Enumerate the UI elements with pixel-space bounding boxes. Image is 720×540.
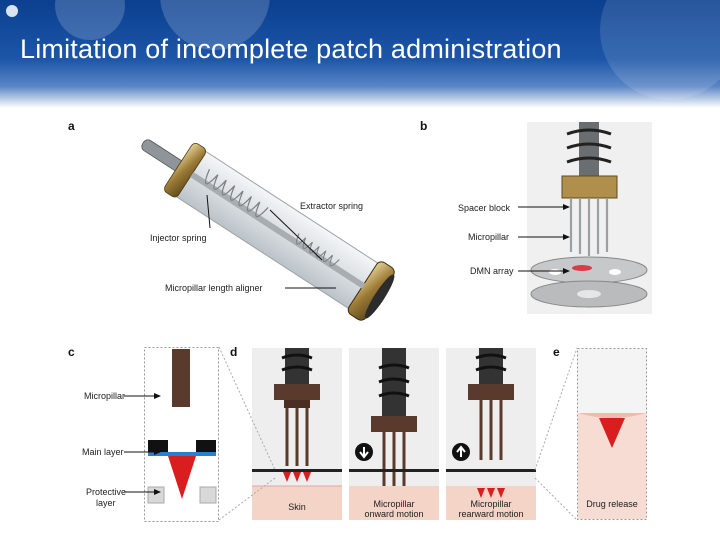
caption-rearward-line2: rearward motion <box>458 509 524 519</box>
label-spacer-block: Spacer block <box>458 203 511 213</box>
title-banner <box>0 0 720 108</box>
label-protective-layer-line1: Protective <box>86 487 127 497</box>
motion-frame-skin <box>252 348 342 520</box>
caption-drug-release: Drug release <box>586 499 638 509</box>
motion-frame-rearward <box>446 348 536 520</box>
caption-skin: Skin <box>288 502 306 512</box>
motion-frame-onward <box>349 348 439 520</box>
label-micropillar-c: Micropillar <box>84 391 126 401</box>
panel-e-letter: e <box>553 345 560 359</box>
label-extractor-spring: Extractor spring <box>300 201 364 211</box>
slide-title: Limitation of incomplete patch administr… <box>20 34 562 64</box>
panel-b-leader-lines <box>518 204 570 274</box>
panel-d-letter: d <box>230 345 238 359</box>
applicator-illustration <box>141 139 395 321</box>
micropillar-assembly-illustration <box>527 122 652 314</box>
caption-rearward-line1: Micropillar <box>470 499 512 509</box>
caption-onward-line2: onward motion <box>364 509 424 519</box>
panel-a-letter: a <box>68 119 75 133</box>
label-main-layer: Main layer <box>82 447 124 457</box>
layer-schematic <box>144 347 219 522</box>
drug-release-frame <box>577 348 647 520</box>
caption-onward-line1: Micropillar <box>373 499 415 509</box>
label-protective-layer-line2: layer <box>96 498 116 508</box>
panel-c-leader-lines <box>124 393 161 495</box>
banner-decoration <box>600 0 720 100</box>
label-dmn-array: DMN array <box>470 266 514 276</box>
banner-bullet-dot <box>6 5 18 17</box>
panel-c-letter: c <box>68 345 75 359</box>
label-injector-spring: Injector spring <box>150 233 207 243</box>
panel-b-letter: b <box>420 119 428 133</box>
label-micropillar-b: Micropillar <box>468 232 510 242</box>
label-micropillar-length-aligner: Micropillar length aligner <box>165 283 263 293</box>
